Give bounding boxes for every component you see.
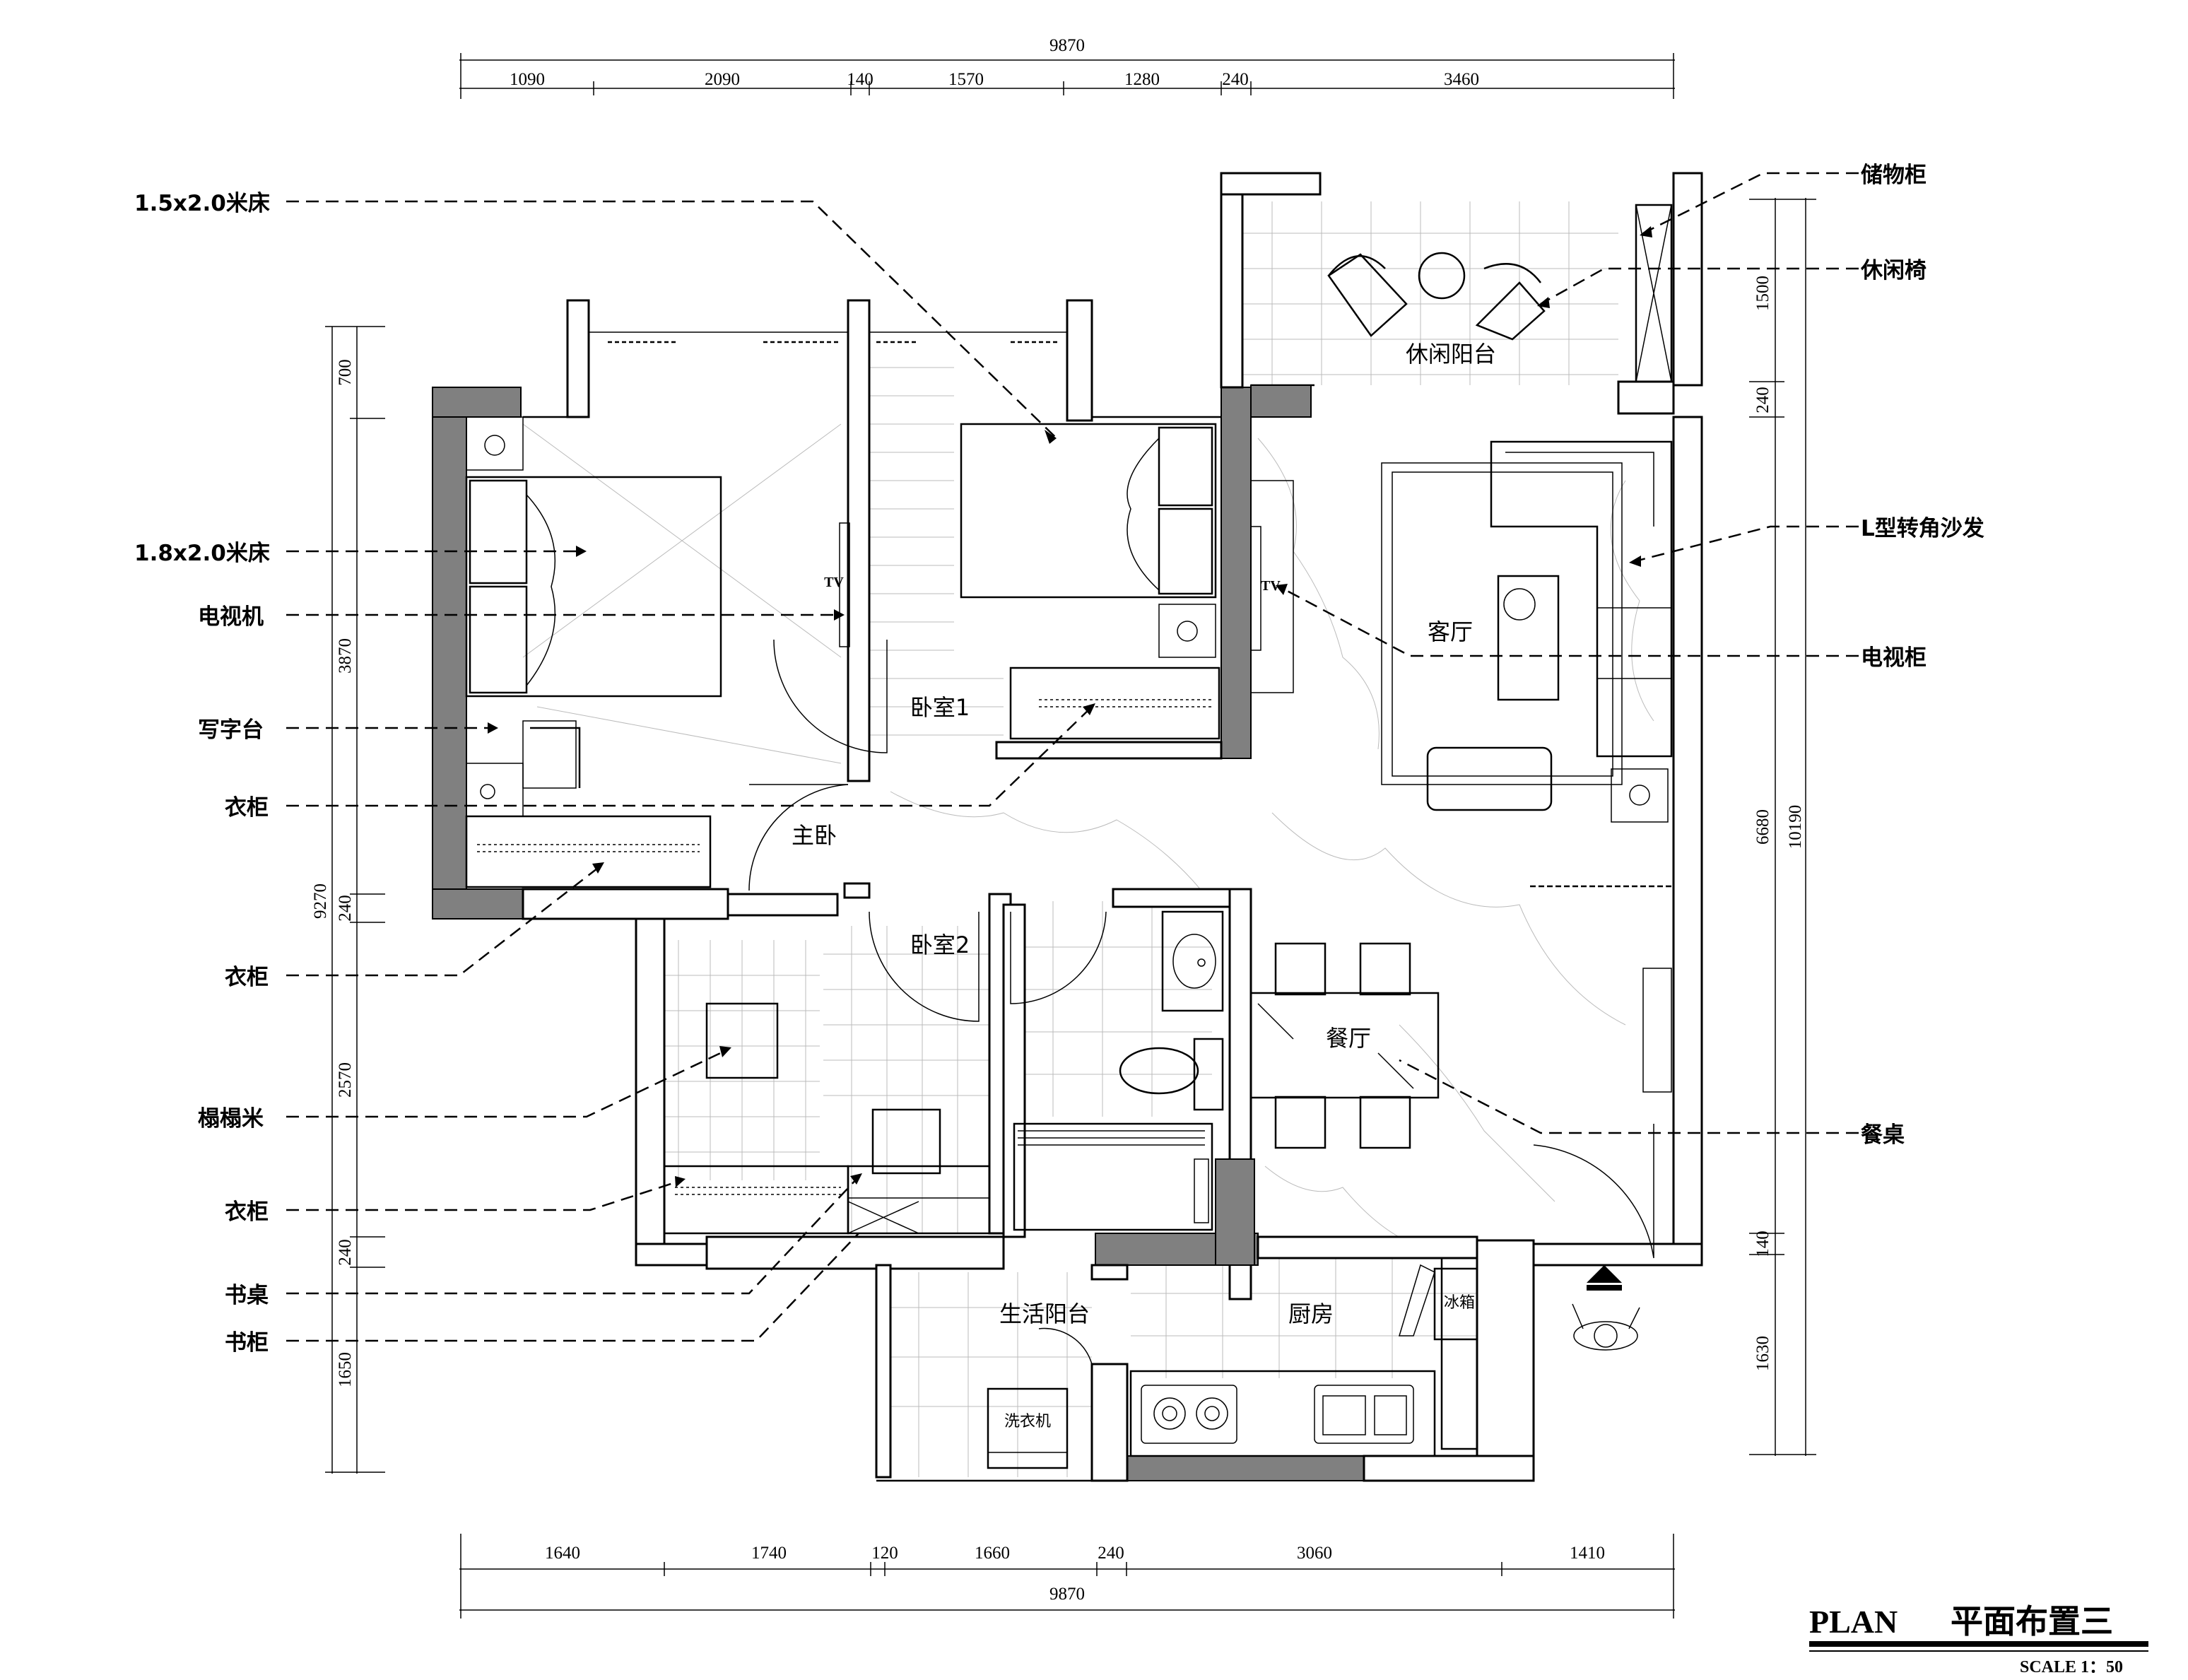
- dim-top-4: 1570: [948, 70, 984, 89]
- label-wardrobe-3: 衣柜: [225, 1199, 269, 1225]
- leader-lines: [286, 172, 1859, 1342]
- label-bookcase: 书柜: [225, 1330, 269, 1356]
- dim-top-6: 240: [1222, 70, 1249, 89]
- dim-left-6: 1650: [336, 1352, 355, 1387]
- dim-bottom-5: 240: [1098, 1544, 1124, 1563]
- dim-left-4: 2570: [336, 1062, 355, 1098]
- right-dimensions: 1500 240 6680 140 1630 10190: [1749, 198, 1816, 1456]
- room-utility-balcony: 生活阳台: [999, 1300, 1090, 1327]
- label-storage: 储物柜: [1861, 163, 1927, 188]
- tv-label-living: TV: [1261, 578, 1281, 594]
- doors: [748, 639, 1654, 1365]
- dim-top-5: 1280: [1124, 70, 1160, 89]
- dim-bottom-total: 9870: [1049, 1585, 1085, 1604]
- dim-left-1: 700: [336, 359, 355, 386]
- dim-left-2: 3870: [336, 638, 355, 674]
- dim-bottom-1: 1640: [545, 1544, 580, 1563]
- title-name: 平面布置三: [1951, 1604, 2113, 1640]
- room-kitchen: 厨房: [1288, 1300, 1334, 1327]
- dim-top-3: 140: [847, 70, 874, 89]
- left-labels: 1.5x2.0米床 1.8x2.0米床 电视机 写字台 衣柜 衣柜 榻榻米 衣柜…: [134, 191, 270, 1356]
- room-names: 休闲阳台 客厅 卧室1 主卧 卧室2 餐厅 厨房 生活阳台: [792, 341, 1496, 1327]
- dim-right-4: 140: [1753, 1230, 1772, 1257]
- dim-bottom-7: 1410: [1570, 1544, 1605, 1563]
- room-dining: 餐厅: [1326, 1025, 1371, 1052]
- floor-patterns: [522, 201, 1654, 1477]
- dim-right-3: 6680: [1753, 809, 1772, 845]
- room-bedroom1: 卧室1: [910, 694, 970, 721]
- dim-bottom-2: 1740: [751, 1544, 787, 1563]
- dim-top-total: 9870: [1049, 36, 1085, 55]
- fridge-label: 冰箱: [1444, 1294, 1475, 1312]
- dim-right-total: 10190: [1786, 805, 1805, 850]
- room-living: 客厅: [1428, 618, 1473, 645]
- bottom-dimensions: 1640 1740 120 1660 240 3060 1410 9870: [459, 1534, 1675, 1619]
- dim-left-total: 9270: [311, 883, 330, 919]
- walls: [432, 172, 1703, 1482]
- dim-right-2: 240: [1753, 387, 1772, 413]
- label-leisure-chair: 休闲椅: [1860, 258, 1927, 283]
- dim-right-1: 1500: [1753, 276, 1772, 311]
- label-tatami: 榻榻米: [198, 1106, 264, 1132]
- entrance-arrow-icon: [1587, 1265, 1622, 1283]
- right-labels: 储物柜 休闲椅 L型转角沙发 电视柜 餐桌: [1860, 163, 1984, 1148]
- label-bed-1-8: 1.8x2.0米床: [134, 541, 270, 566]
- dim-top-7: 3460: [1444, 70, 1479, 89]
- room-bedroom2: 卧室2: [910, 932, 970, 958]
- label-dining-table: 餐桌: [1861, 1122, 1905, 1148]
- label-writing-desk: 书桌: [225, 1283, 269, 1308]
- label-bed-1-5: 1.5x2.0米床: [134, 191, 270, 216]
- left-dimensions: 700 3870 240 2570 240 1650 9270: [311, 326, 385, 1474]
- top-dimensions: 9870 1090 2090 140 1570 1280 240 3460: [459, 36, 1675, 99]
- dim-top-1: 1090: [510, 70, 545, 89]
- title-block: PLAN 平面布置三 SCALE 1：50: [1809, 1604, 2148, 1676]
- label-l-sofa: L型转角沙发: [1861, 516, 1984, 541]
- tv-label-master: TV: [824, 575, 844, 590]
- room-leisure-balcony: 休闲阳台: [1406, 341, 1496, 368]
- dim-bottom-6: 3060: [1297, 1544, 1332, 1563]
- title-plan: PLAN: [1809, 1604, 1898, 1640]
- dim-bottom-4: 1660: [975, 1544, 1010, 1563]
- dim-top-2: 2090: [705, 70, 740, 89]
- dim-left-5: 240: [336, 1239, 355, 1266]
- washer-label: 洗衣机: [1004, 1413, 1051, 1431]
- title-scale: SCALE 1：50: [2020, 1658, 2123, 1676]
- room-master: 主卧: [792, 822, 837, 849]
- label-tv-cabinet: 电视柜: [1861, 645, 1927, 671]
- dim-left-3: 240: [336, 895, 355, 922]
- person-icon: [1572, 1303, 1640, 1351]
- label-desk: 写字台: [198, 717, 264, 743]
- dim-bottom-3: 120: [871, 1544, 898, 1563]
- label-tv: 电视机: [198, 604, 264, 630]
- dim-right-5: 1630: [1753, 1336, 1772, 1371]
- label-wardrobe-1: 衣柜: [225, 795, 269, 821]
- label-wardrobe-2: 衣柜: [225, 965, 269, 990]
